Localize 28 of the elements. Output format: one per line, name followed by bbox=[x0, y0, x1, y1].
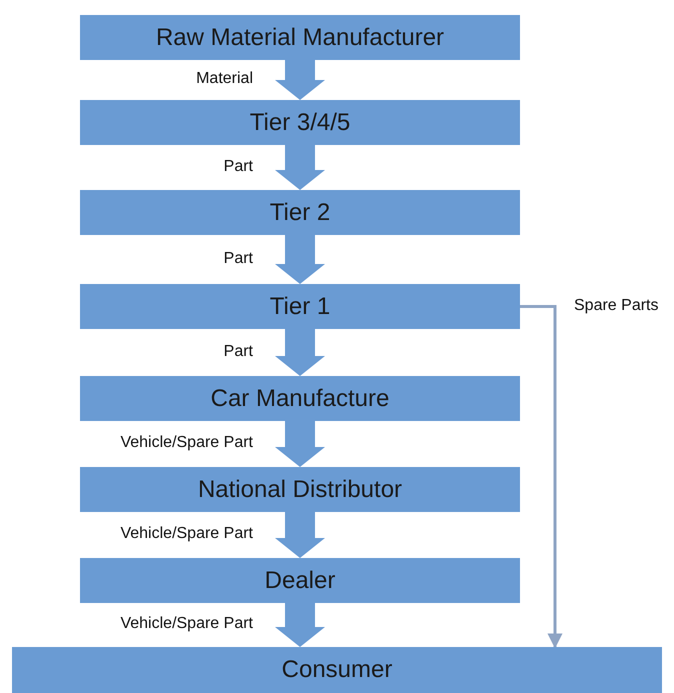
process-box bbox=[80, 100, 520, 145]
box-label: Raw Material Manufacturer bbox=[156, 24, 444, 52]
edge-label: Vehicle/Spare Part bbox=[118, 615, 255, 633]
box-label: Consumer bbox=[282, 656, 392, 684]
box-label: Tier 2 bbox=[270, 198, 330, 226]
edge-label: Vehicle/Spare Part bbox=[118, 434, 255, 452]
block-arrow bbox=[275, 60, 325, 100]
box-label: Car Manufacture bbox=[210, 384, 390, 412]
edge-label: Spare Parts bbox=[572, 296, 660, 314]
box-label: Dealer bbox=[264, 566, 336, 594]
process-box bbox=[12, 647, 662, 693]
arrow bbox=[520, 305, 562, 648]
box-label: Tier 1 bbox=[270, 292, 330, 320]
block-arrow bbox=[275, 235, 325, 284]
process-box bbox=[80, 558, 520, 603]
block-arrow bbox=[275, 421, 325, 467]
block-arrow bbox=[275, 329, 325, 376]
process-box bbox=[80, 284, 520, 329]
edge-label: Vehicle/Spare Part bbox=[118, 525, 255, 543]
box-label: Tier 3/4/5 bbox=[250, 108, 350, 136]
block-arrow bbox=[275, 603, 325, 647]
box-label: National Distributor bbox=[198, 476, 402, 504]
process-box bbox=[80, 190, 520, 235]
block-arrow bbox=[275, 145, 325, 190]
process-box bbox=[80, 15, 520, 60]
process-box bbox=[80, 376, 520, 421]
process-box bbox=[80, 467, 520, 512]
block-arrow bbox=[275, 512, 325, 558]
